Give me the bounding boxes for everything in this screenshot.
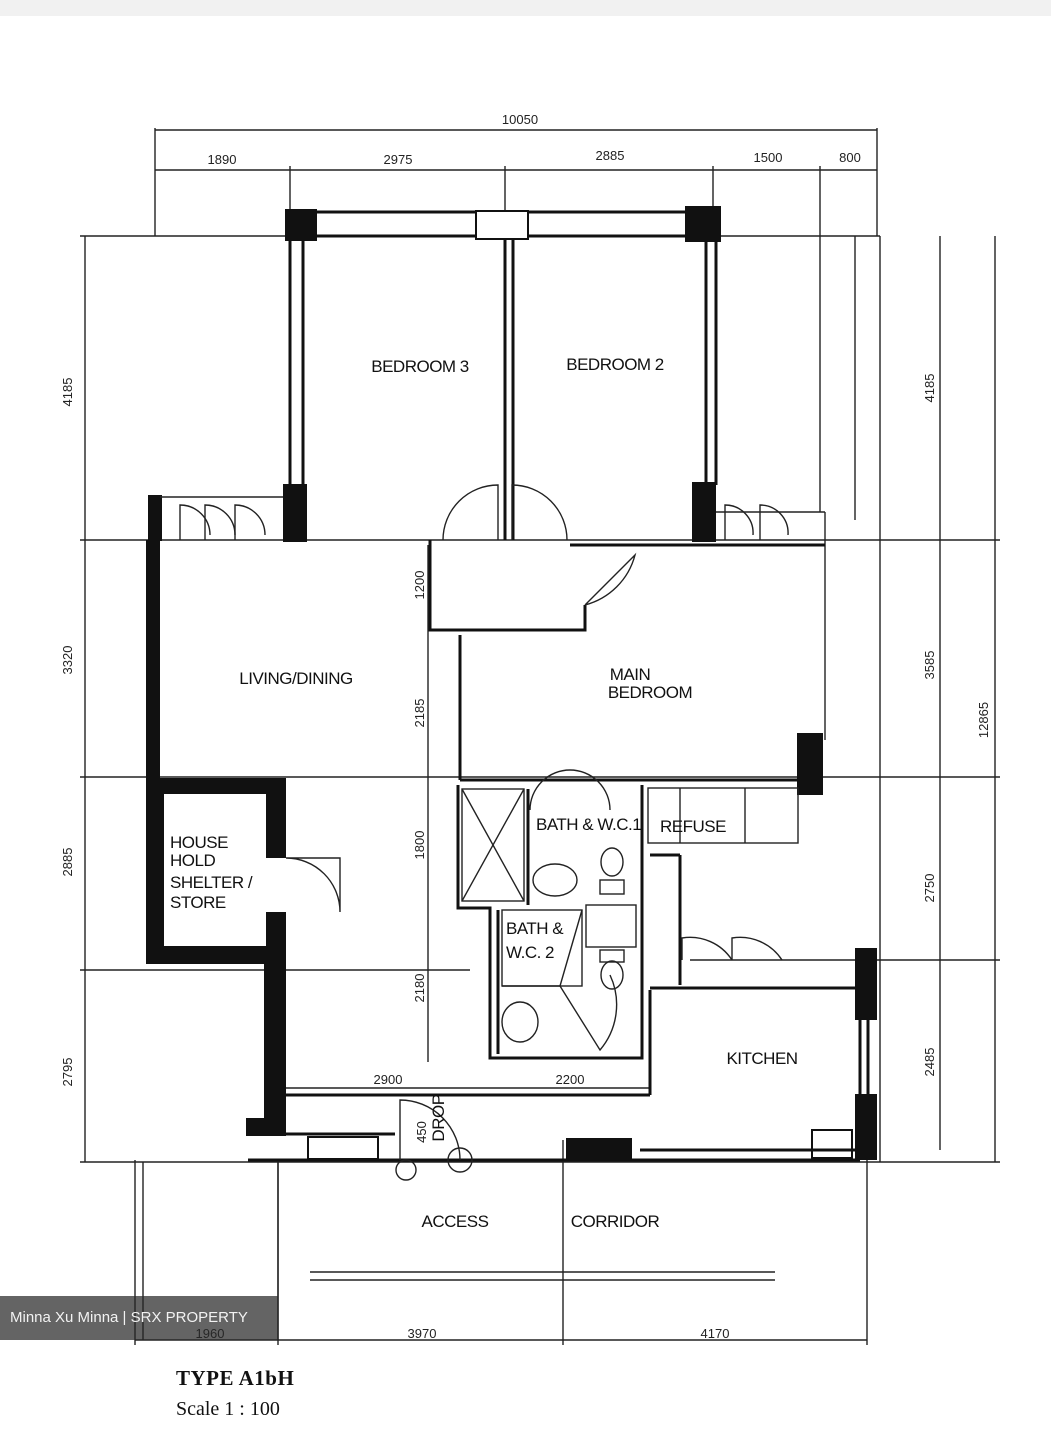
dim-left-1: 4185 — [60, 378, 75, 407]
label-shelter-3: SHELTER / — [170, 873, 253, 892]
bath2-vanity — [585, 904, 637, 948]
basin-2 — [501, 1001, 539, 1043]
label-shelter-4: STORE — [170, 893, 226, 912]
walls — [146, 206, 877, 1340]
dim-top-3: 2885 — [596, 148, 625, 163]
label-access: ACCESS — [422, 1212, 489, 1231]
label-main-bedroom-2: BEDROOM — [608, 683, 692, 702]
window-front-right — [811, 1129, 853, 1159]
label-refuse: REFUSE — [660, 817, 726, 836]
label-bath2-2: W.C. 2 — [506, 943, 554, 962]
door-bedroom3 — [442, 484, 499, 541]
dim-bottom-2: 3970 — [408, 1326, 437, 1341]
kitchen-door-1 — [681, 936, 733, 961]
dim-inner-2185: 2185 — [412, 699, 427, 728]
entrance-post — [447, 1147, 473, 1173]
aircon-ledge-top — [475, 210, 529, 240]
closet-wall — [428, 540, 587, 632]
dim-left-3: 2885 — [60, 848, 75, 877]
shower-1 — [461, 788, 525, 902]
dim-inner-450: 450 — [414, 1121, 429, 1143]
plan-type-label: TYPE A1bH — [176, 1366, 295, 1390]
balcony-door-3 — [234, 504, 266, 540]
living-left-lower-wall — [264, 960, 286, 1135]
living-left-wall — [146, 540, 160, 780]
dim-inner-2900: 2900 — [374, 1072, 403, 1087]
door-shelter — [285, 857, 341, 913]
dim-right-3: 2750 — [922, 874, 937, 903]
label-corridor: CORRIDOR — [571, 1212, 660, 1231]
toilet-1-tank — [599, 879, 625, 895]
label-bedroom3: BEDROOM 3 — [371, 357, 469, 376]
kitchen-column-top — [855, 948, 877, 1020]
label-living-dining: LIVING/DINING — [239, 669, 352, 688]
balcony-door-1 — [179, 504, 211, 540]
kitchen-door-2 — [731, 936, 783, 961]
column-top-right — [685, 206, 721, 242]
door-main-bedroom — [584, 552, 637, 606]
dim-top-4: 1500 — [754, 150, 783, 165]
label-main-bedroom-1: MAIN — [610, 665, 651, 684]
dim-inner-2200: 2200 — [556, 1072, 585, 1087]
plan-scale-label: Scale 1 : 100 — [176, 1398, 280, 1420]
toilet-2-tank — [599, 949, 625, 963]
door-bath2 — [559, 974, 618, 1052]
dim-overall-depth: 12865 — [976, 702, 991, 738]
planter-left-wall — [148, 495, 162, 541]
watermark: Minna Xu Minna | SRX PROPERTY — [0, 1296, 278, 1340]
shelter-right-wall-bottom — [266, 912, 286, 964]
basin-1 — [532, 863, 578, 897]
utility-shelf — [647, 787, 799, 844]
entrance-column — [246, 1118, 286, 1136]
dim-top-2: 2975 — [384, 152, 413, 167]
dim-top-1: 1890 — [208, 152, 237, 167]
kitchen-column-bottom — [855, 1094, 877, 1160]
column-bedroom2 — [692, 482, 716, 542]
column-bedroom3 — [283, 484, 307, 542]
balcony-door-5 — [759, 504, 789, 540]
dim-right-1: 4185 — [922, 374, 937, 403]
shelter-left-wall — [146, 778, 164, 964]
column-main-bedroom — [797, 733, 823, 795]
shelter-bottom-wall — [146, 946, 286, 964]
shelter-top-wall — [146, 778, 286, 794]
door-bedroom2 — [511, 484, 568, 541]
doors — [179, 484, 789, 1181]
top-bar — [0, 0, 1051, 16]
bath-block-outline — [456, 785, 644, 1060]
label-bath2-1: BATH & — [506, 919, 564, 938]
dim-top-5: 800 — [839, 150, 861, 165]
toilet-1-bowl — [600, 847, 624, 877]
dim-overall-width: 10050 — [502, 112, 538, 127]
dim-left-2: 3320 — [60, 646, 75, 675]
dim-right-2: 3585 — [922, 651, 937, 680]
label-kitchen: KITCHEN — [726, 1049, 797, 1068]
toilet-2-bowl — [600, 960, 624, 990]
dim-inner-1200: 1200 — [412, 571, 427, 600]
room-labels: BEDROOM 3 BEDROOM 2 MAIN BEDROOM LIVING/… — [170, 355, 798, 1231]
shelter-right-wall-top — [266, 778, 286, 858]
fixtures — [501, 847, 625, 1043]
dim-inner-2180: 2180 — [412, 974, 427, 1003]
door-bath1 — [529, 769, 611, 811]
label-bath1: BATH & W.C.1 — [536, 815, 641, 834]
label-shelter-1: HOUSE — [170, 833, 228, 852]
label-drop: DROP — [429, 1094, 448, 1141]
dimension-lines — [80, 128, 1000, 1345]
column-top-left — [285, 209, 317, 241]
dim-right-4: 2485 — [922, 1048, 937, 1077]
window-front-left — [307, 1136, 379, 1160]
label-bedroom2: BEDROOM 2 — [566, 355, 664, 374]
balcony-door-4 — [724, 504, 754, 540]
label-shelter-2: HOLD — [170, 851, 215, 870]
dim-left-4: 2795 — [60, 1058, 75, 1087]
dim-bottom-3: 4170 — [701, 1326, 730, 1341]
column-front-center — [566, 1138, 632, 1160]
dim-inner-1800: 1800 — [412, 831, 427, 860]
